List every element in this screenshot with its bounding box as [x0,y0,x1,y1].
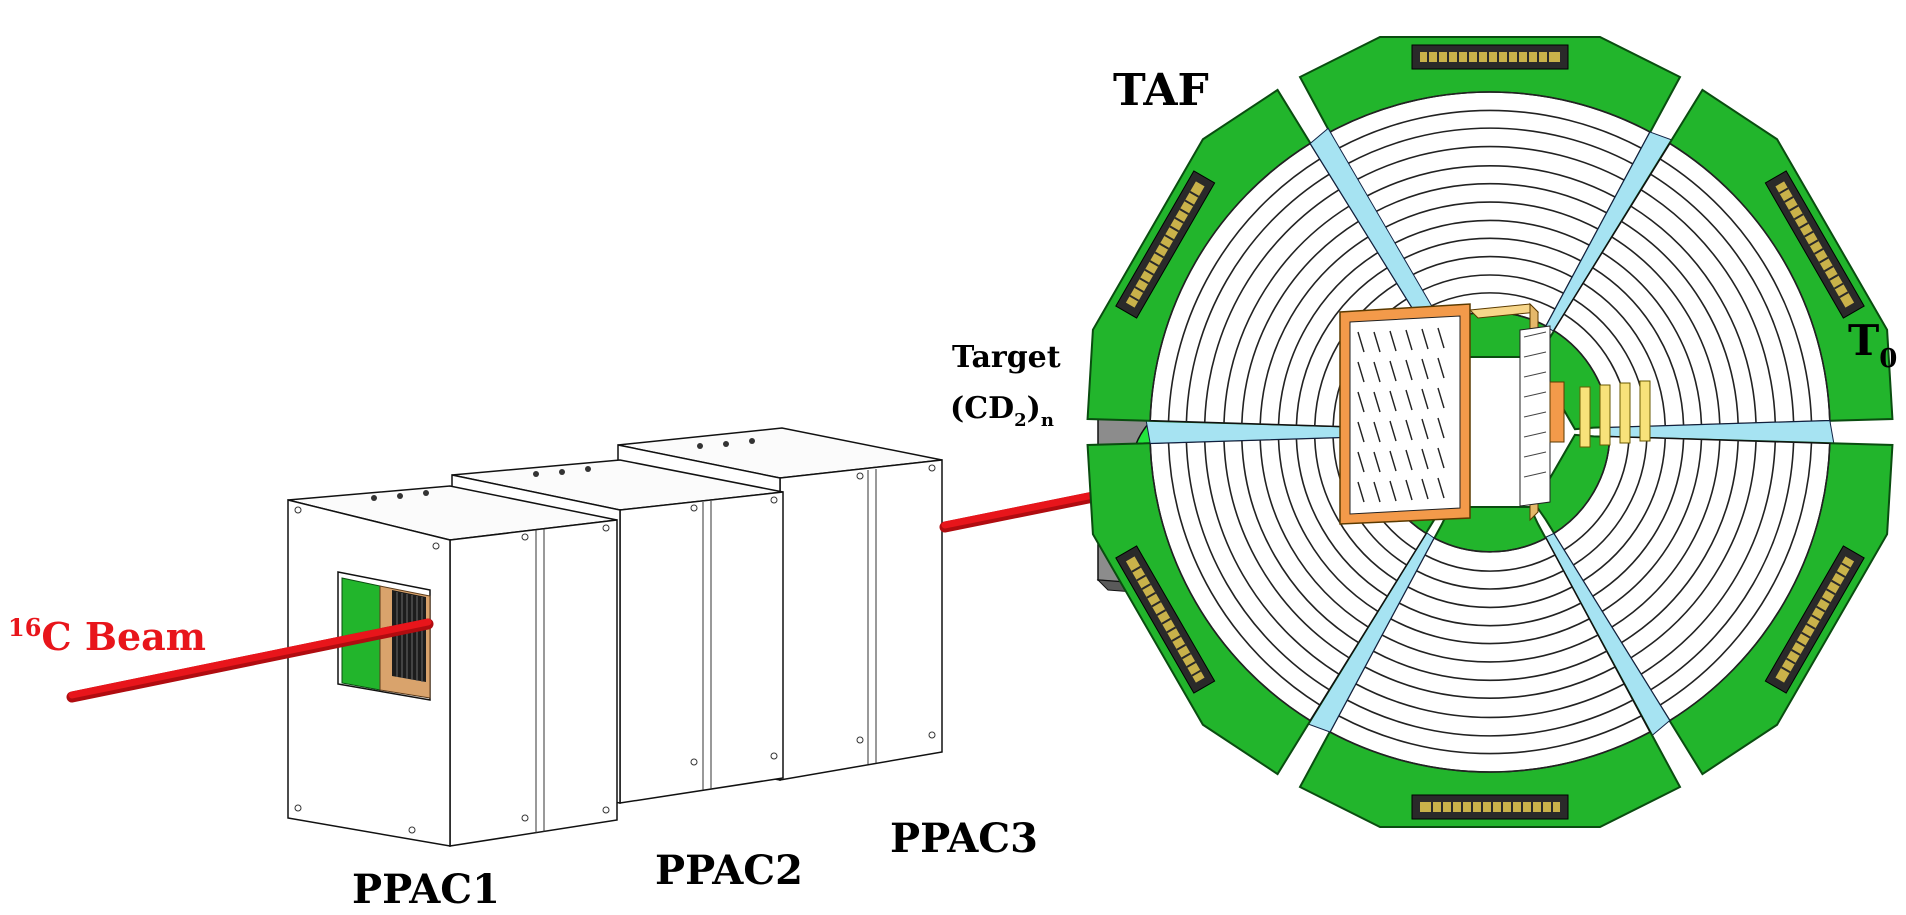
target-label-line2: (CD2)n [950,391,1054,431]
t0-label-main: T [1848,316,1879,365]
taf-array-icon [1053,37,1906,827]
target-formula-main: (CD [950,391,1014,426]
ppac1-label: PPAC1 [352,866,500,913]
taf-label: TAF [1113,65,1209,116]
target-formula-sub: 2 [1014,410,1027,431]
beam-segment-1 [66,618,434,703]
target-formula-close: ) [1027,391,1041,426]
ppac1-icon [287,485,618,847]
target-label-line1: Target [952,340,1061,375]
beam-label: 16C Beam [8,613,206,659]
t0-label-sub: 0 [1879,344,1897,374]
beam-label-superscript: 16 [8,613,41,642]
central-silicon-stack [1339,302,1651,525]
ppac3-label: PPAC3 [890,815,1038,862]
beam-label-main: C Beam [41,614,206,659]
t0-label: T0 [1848,316,1897,374]
ppac2-label: PPAC2 [655,847,803,894]
target-formula-sub-n: n [1041,410,1054,431]
